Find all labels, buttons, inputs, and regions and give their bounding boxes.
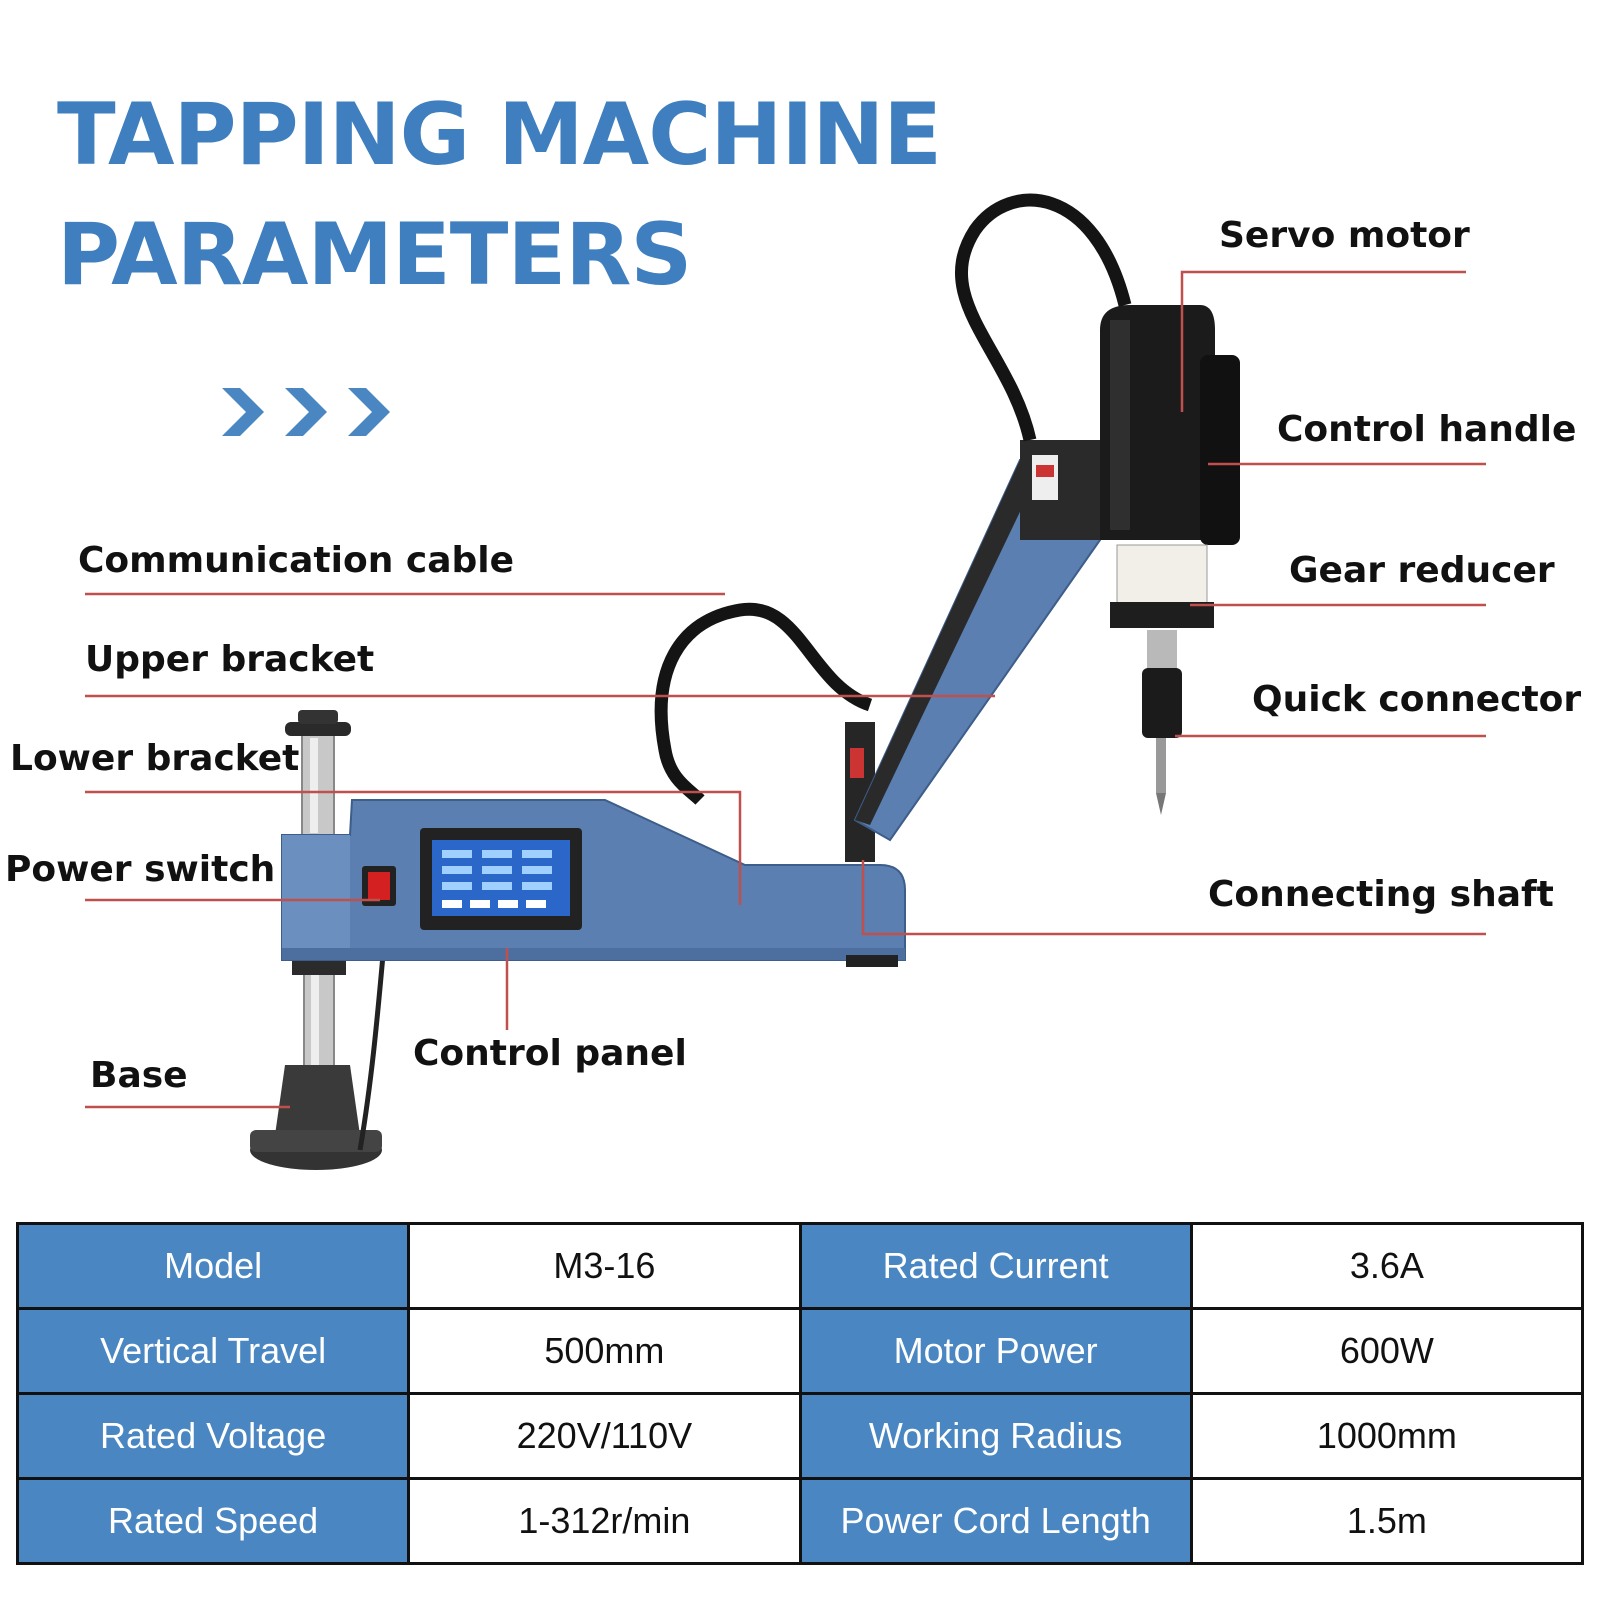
callout-power-switch: Power switch: [5, 849, 276, 890]
spec-key: Rated Speed: [15, 1477, 411, 1565]
callout-servo-motor: Servo motor: [1219, 215, 1470, 256]
callout-lower-bracket: Lower bracket: [10, 738, 300, 779]
table-row: Vertical Travel 500mm Motor Power 600W: [15, 1307, 1585, 1395]
spec-value: 1000mm: [1189, 1392, 1585, 1480]
callout-control-handle: Control handle: [1277, 409, 1577, 450]
callout-control-panel: Control panel: [413, 1033, 687, 1074]
spec-key: Vertical Travel: [15, 1307, 411, 1395]
spec-key: Rated Current: [798, 1222, 1193, 1310]
table-row: Rated Speed 1-312r/min Power Cord Length…: [15, 1477, 1585, 1565]
spec-value: 1-312r/min: [407, 1477, 802, 1565]
tapping-machine-illustration: [250, 193, 1240, 1170]
spec-value: 3.6A: [1189, 1222, 1585, 1310]
callout-communication-cable: Communication cable: [78, 540, 515, 581]
spec-value: 600W: [1189, 1307, 1585, 1395]
spec-table: Model M3-16 Rated Current 3.6A Vertical …: [15, 1222, 1585, 1565]
spec-key: Power Cord Length: [798, 1477, 1193, 1565]
page-title-line-2: PARAMETERS: [57, 205, 692, 305]
spec-value: 220V/110V: [407, 1392, 802, 1480]
page-title-line-1: TAPPING MACHINE: [57, 85, 942, 185]
callout-base: Base: [90, 1055, 188, 1096]
callout-gear-reducer: Gear reducer: [1289, 550, 1555, 591]
table-row: Model M3-16 Rated Current 3.6A: [15, 1222, 1585, 1310]
spec-value: 500mm: [407, 1307, 802, 1395]
spec-value: M3-16: [407, 1222, 802, 1310]
callout-lines: [85, 270, 1486, 1109]
spec-value: 1.5m: [1189, 1477, 1585, 1565]
callout-upper-bracket: Upper bracket: [85, 639, 375, 680]
machine-diagram: [85, 193, 1486, 1170]
spec-key: Working Radius: [798, 1392, 1193, 1480]
callout-connecting-shaft: Connecting shaft: [1208, 874, 1554, 915]
chevron-right-icon: [222, 388, 390, 436]
spec-key: Rated Voltage: [15, 1392, 411, 1480]
spec-key: Motor Power: [798, 1307, 1193, 1395]
table-row: Rated Voltage 220V/110V Working Radius 1…: [15, 1392, 1585, 1480]
spec-key: Model: [15, 1222, 411, 1310]
callout-quick-connector: Quick connector: [1252, 679, 1582, 720]
